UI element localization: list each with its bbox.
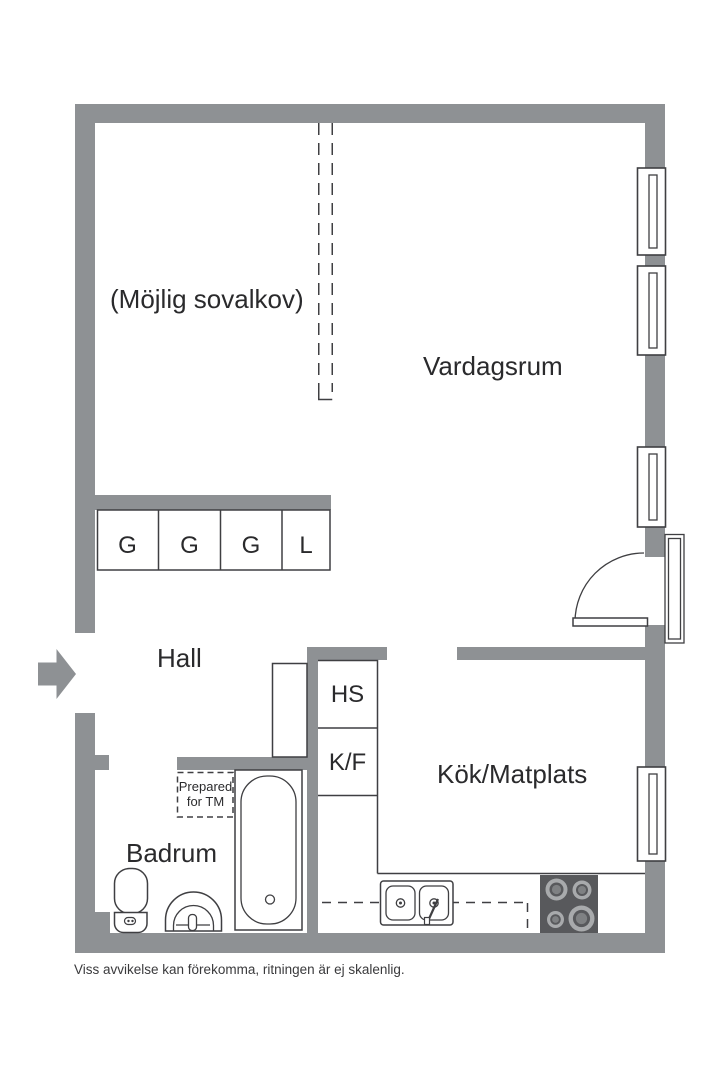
wall-right-5 [645, 861, 665, 953]
wall-right-spacer [645, 255, 665, 266]
toilet [113, 867, 149, 934]
balcony-threshold-inner [667, 537, 682, 640]
wall-top [75, 104, 665, 123]
cabinet-label-hs: HS [331, 681, 364, 708]
stove [540, 875, 598, 933]
room-label-alcove: (Möjlig sovalkov) [110, 284, 304, 314]
closet-label-3: G [242, 532, 261, 559]
laundry-note-line1: Prepared [179, 779, 232, 794]
closet-label-1: G [118, 532, 137, 559]
room-label-hall: Hall [157, 643, 202, 673]
laundry-note-line2: for TM [187, 794, 224, 809]
wall-bathroom-stub [95, 755, 109, 770]
room-label-bathroom: Badrum [126, 838, 217, 868]
wall-kitchen-top-left [307, 647, 387, 660]
washbasin [164, 891, 223, 932]
room-label-living: Vardagsrum [423, 351, 563, 381]
sink-faucet-base [423, 916, 431, 926]
labels: (Möjlig sovalkov) Vardagsrum Hall Kök/Ma… [110, 284, 587, 868]
entrance-arrow-icon [38, 649, 76, 699]
hall-cabinet [271, 662, 308, 758]
stove-burner-centers [551, 884, 588, 925]
window-3 [636, 446, 667, 528]
closet-label-4: L [299, 532, 312, 559]
walls [38, 104, 665, 953]
kitchen-sink [379, 880, 454, 926]
wall-bottom [75, 933, 665, 953]
window-2 [636, 265, 667, 356]
wall-kitchen-vertical [307, 648, 318, 933]
kitchen-window [636, 766, 667, 862]
toilet-bowl [113, 867, 149, 915]
bathtub-drain [264, 894, 276, 905]
wall-closet [95, 495, 331, 510]
wall-left-lower [75, 713, 95, 953]
wall-right-1 [645, 104, 665, 168]
alcove-dashed-terminator [318, 390, 333, 401]
disclaimer-text: Viss avvikelse kan förekomma, ritningen … [74, 962, 405, 977]
window-1 [636, 167, 667, 256]
balcony-door-arc [574, 552, 645, 623]
cabinet-label-kf: K/F [329, 749, 366, 776]
footer: Viss avvikelse kan förekomma, ritningen … [74, 962, 405, 977]
wall-right-4 [645, 625, 665, 767]
wall-right-2 [645, 355, 665, 447]
wall-bathroom-top [177, 757, 307, 770]
closet-label-2: G [180, 532, 199, 559]
sink-drain-dot-left [399, 901, 402, 905]
tall-cabinet-column [318, 659, 379, 874]
washbasin-tap [187, 913, 198, 932]
wall-left-upper [75, 104, 95, 633]
closet-row [96, 509, 331, 571]
wall-step-bottom-left [95, 912, 110, 933]
wall-right-3 [645, 527, 665, 557]
balcony-door-leaf [572, 617, 649, 627]
room-label-kitchen: Kök/Matplats [437, 759, 587, 789]
toilet-button [123, 916, 137, 926]
wall-living-divider [457, 647, 645, 660]
bathtub [234, 769, 303, 931]
fixtures [96, 167, 685, 934]
